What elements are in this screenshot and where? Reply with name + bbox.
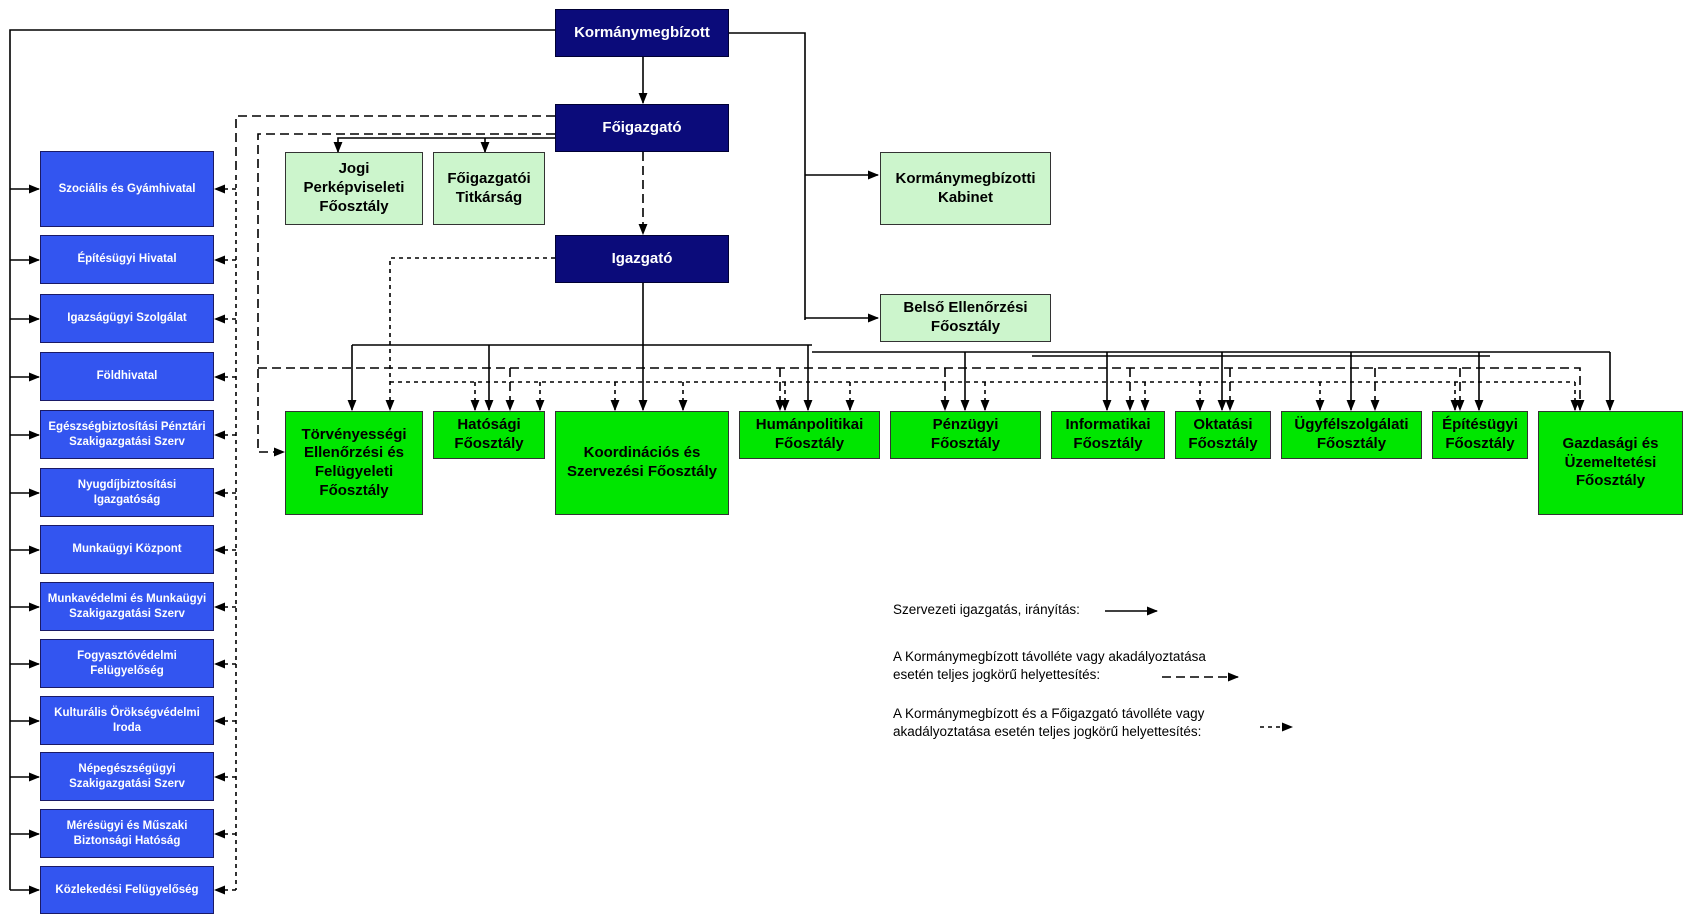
kormanymegbizotti-kabinet-box: Kormánymegbízotti Kabinet bbox=[880, 152, 1051, 225]
belso-ellenorzesi-box: Belső Ellenőrzési Főosztály bbox=[880, 294, 1051, 342]
connector-jogi bbox=[333, 137, 555, 154]
office-meresugyi: Mérésügyi és Műszaki Biztonsági Hatóság bbox=[40, 809, 214, 858]
legend-short-dash-label: A Kormánymegbízott és a Főigazgató távol… bbox=[893, 706, 1205, 740]
connector-long-torvenyessegi bbox=[257, 133, 555, 457]
office-munkavedelmi: Munkavédelmi és Munkaügyi Szakigazgatási… bbox=[40, 582, 214, 631]
foigazgatoi-titkarsag-box: Főigazgatói Titkárság bbox=[433, 152, 545, 225]
connector-right-trunk bbox=[729, 32, 806, 320]
jogi-perkepviseleti-box: Jogi Perképviseleti Főosztály bbox=[285, 152, 423, 225]
office-kulturalis: Kulturális Örökségvédelmi Iroda bbox=[40, 696, 214, 745]
connector-long-left bbox=[235, 115, 555, 176]
office-nyugdijbiztositasi: Nyugdíjbiztosítási Igazgatóság bbox=[40, 468, 214, 517]
office-fogyasztovedelmi: Fogyasztóvédelmi Felügyelőség bbox=[40, 639, 214, 688]
office-nepegeszsegugyi: Népegészségügyi Szakigazgatási Szerv bbox=[40, 752, 214, 801]
department-torvenyessegi: Törvényességi Ellenőrzési és Felügyeleti… bbox=[285, 411, 423, 515]
department-hatosagi: Hatósági Főosztály bbox=[433, 411, 545, 459]
connector-left-trunk bbox=[9, 29, 555, 890]
department-humanpolitikai: Humánpolitikai Főosztály bbox=[739, 411, 880, 459]
connector-long-bus bbox=[258, 367, 1585, 412]
office-egeszsegbiztositasi: Egészségbiztosítási Pénztári Szakigazgat… bbox=[40, 410, 214, 459]
office-kozlekedesi: Közlekedési Felügyelőség bbox=[40, 866, 214, 914]
office-foldhivatal: Földhivatal bbox=[40, 352, 214, 401]
kormanymegbizott-box: Kormánymegbízott bbox=[555, 9, 729, 57]
department-koordinacios: Koordinációs és Szervezési Főosztály bbox=[555, 411, 729, 515]
office-munkaugyi-kozpont: Munkaügyi Központ bbox=[40, 525, 214, 574]
legend-long-dash-label: A Kormánymegbízott távolléte vagy akadál… bbox=[893, 649, 1206, 683]
office-szocialis: Szociális és Gyámhivatal bbox=[40, 151, 214, 227]
foigazgato-box: Főigazgató bbox=[555, 104, 729, 152]
legend-solid-label: Szervezeti igazgatás, irányítás: bbox=[893, 602, 1080, 617]
igazgato-box: Igazgató bbox=[555, 235, 729, 283]
department-penzugyi: Pénzügyi Főosztály bbox=[890, 411, 1041, 459]
office-epitesugyi-hivatal: Építésügyi Hivatal bbox=[40, 235, 214, 284]
department-gazdasagi: Gazdasági és Üzemeltetési Főosztály bbox=[1538, 411, 1683, 515]
department-epitesugyi: Építésügyi Főosztály bbox=[1432, 411, 1528, 459]
department-oktatasi: Oktatási Főosztály bbox=[1175, 411, 1271, 459]
department-informatikai: Informatikai Főosztály bbox=[1051, 411, 1165, 459]
department-ugyfelszolgalati: Ügyfélszolgálati Főosztály bbox=[1281, 411, 1422, 459]
office-igazsagugyi: Igazságügyi Szolgálat bbox=[40, 294, 214, 343]
connector-igazgato-torvenyessegi bbox=[385, 257, 555, 412]
